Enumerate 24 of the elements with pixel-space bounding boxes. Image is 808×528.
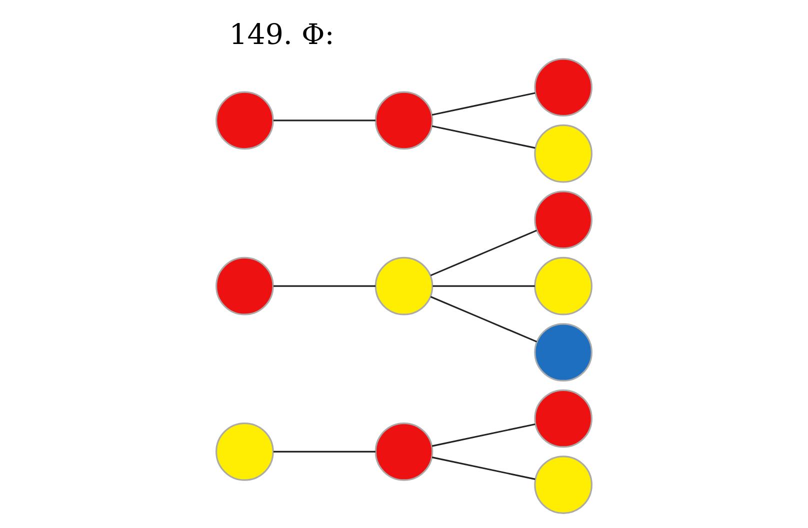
- node-circle: [216, 256, 274, 316]
- connector: [430, 296, 537, 342]
- connector: [430, 230, 537, 276]
- node-circle: [216, 422, 274, 481]
- node-circle: [534, 124, 592, 183]
- node-circle: [534, 389, 592, 448]
- node-circle: [534, 58, 592, 117]
- node-circle: [374, 256, 434, 316]
- node-circle: [534, 190, 592, 250]
- connector: [432, 423, 536, 447]
- node-circle: [534, 323, 592, 382]
- node-circle: [534, 256, 592, 316]
- connector: [273, 285, 376, 287]
- connector: [273, 120, 376, 122]
- node-circle: [374, 422, 434, 481]
- connector: [273, 450, 376, 452]
- connector: [432, 125, 536, 149]
- connector: [432, 285, 535, 287]
- connector: [432, 456, 536, 480]
- node-circle: [374, 91, 434, 150]
- node-circle: [216, 91, 274, 150]
- diagram-title: 149. Φ:: [229, 18, 334, 51]
- connector: [432, 92, 536, 116]
- node-circle: [534, 456, 592, 514]
